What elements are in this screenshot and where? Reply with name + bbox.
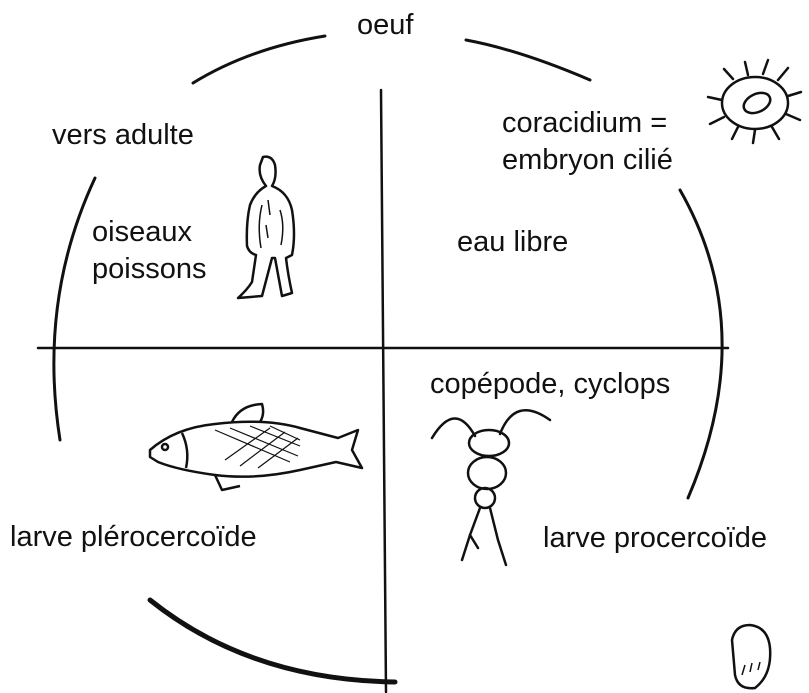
adult-worm-label: vers adulte (52, 118, 194, 152)
cycle-arc-top-left (193, 36, 325, 83)
cycle-arc-left (54, 178, 95, 440)
fish-icon (150, 404, 362, 490)
copepod-icon (432, 410, 550, 565)
fish-host-label: poissons (92, 252, 206, 286)
egg-capsule-icon (732, 625, 770, 688)
vertical-divider (381, 90, 386, 692)
cycle-arc-top-right (466, 40, 590, 80)
plerocercoid-label: larve plérocercoïde (10, 520, 257, 554)
egg-label: oeuf (357, 8, 413, 42)
coracidium-label: coracidium = (502, 106, 667, 140)
copepod-label: copépode, cyclops (430, 367, 670, 401)
bird-host-label: oiseaux (92, 215, 192, 249)
cycle-arc-bottom (150, 600, 395, 682)
cycle-arc-right (680, 190, 722, 498)
ciliated-embryon-label: embryon cilié (502, 143, 673, 177)
procercoid-label: larve procercoïde (543, 521, 767, 555)
human-figure-icon (238, 157, 294, 298)
free-water-label: eau libre (457, 225, 568, 259)
coracidium-icon (708, 60, 801, 143)
